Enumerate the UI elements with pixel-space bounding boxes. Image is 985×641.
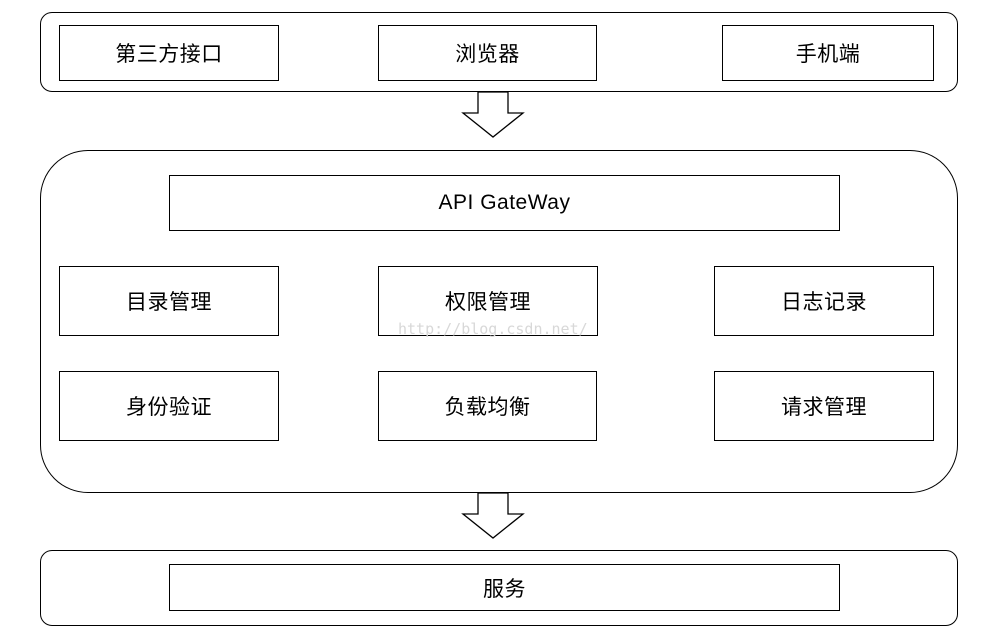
- client-third-party-box: 第三方接口: [59, 25, 279, 81]
- watermark-text: http://blog.csdn.net/: [398, 320, 588, 338]
- gateway-title-box: API GateWay: [169, 175, 840, 231]
- client-mobile-box: 手机端: [722, 25, 934, 81]
- module-load-balance-box: 负载均衡: [378, 371, 597, 441]
- module-logging-box: 日志记录: [714, 266, 934, 336]
- module-permission-box: 权限管理: [378, 266, 598, 336]
- down-arrow-icon: [461, 91, 525, 138]
- client-browser-box: 浏览器: [378, 25, 597, 81]
- module-auth-box: 身份验证: [59, 371, 279, 441]
- module-request-box: 请求管理: [714, 371, 934, 441]
- module-catalog-box: 目录管理: [59, 266, 279, 336]
- down-arrow-icon: [461, 492, 525, 539]
- service-box: 服务: [169, 564, 840, 611]
